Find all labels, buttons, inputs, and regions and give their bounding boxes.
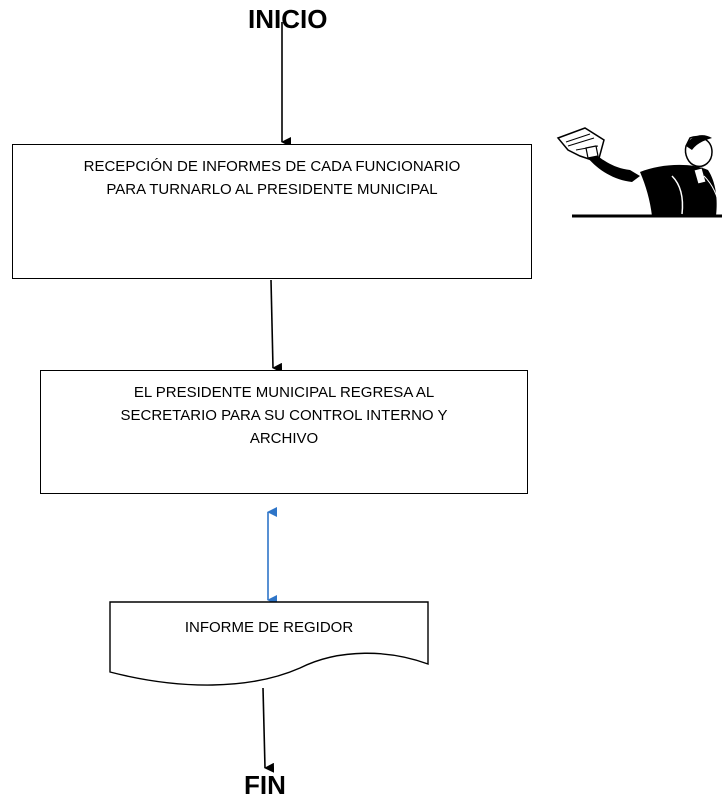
process-box-president-return: EL PRESIDENTE MUNICIPAL REGRESA AL SECRE… xyxy=(40,370,528,494)
process-text-line: PARA TURNARLO AL PRESIDENTE MUNICIPAL xyxy=(106,181,438,198)
process-text-line: ARCHIVO xyxy=(249,430,319,447)
process-text-line: SECRETARIO PARA SU CONTROL INTERNO Y xyxy=(120,407,448,424)
document-shape xyxy=(109,601,429,686)
end-terminal: FIN xyxy=(244,770,286,800)
arrow-step1-to-step2 xyxy=(270,279,283,373)
process-box-reception: RECEPCIÓN DE INFORMES DE CADA FUNCIONARI… xyxy=(12,144,532,279)
process-text-line: RECEPCIÓN DE INFORMES DE CADA FUNCIONARI… xyxy=(83,158,461,175)
process-text-line: EL PRESIDENTE MUNICIPAL REGRESA AL xyxy=(133,384,435,401)
arrow-step3-to-end xyxy=(262,687,275,773)
start-terminal: INICIO xyxy=(248,4,328,34)
document-label: INFORME DE REGIDOR xyxy=(184,619,354,636)
person-holding-newspaper-icon xyxy=(556,127,722,218)
